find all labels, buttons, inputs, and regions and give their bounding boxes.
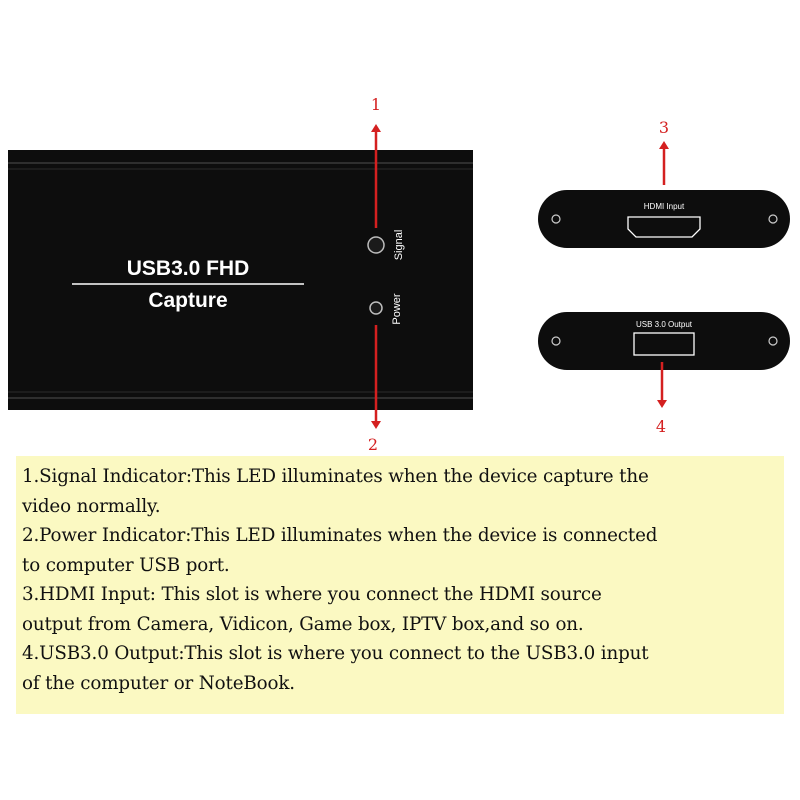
device-title-line2: Capture (148, 289, 227, 312)
device-diagram: USB3.0 FHD Capture Signal Power 1 2 HDMI… (8, 95, 790, 450)
description-line: 3.HDMI Input: This slot is where you con… (22, 584, 602, 605)
capture-device-body (8, 150, 473, 410)
screw-hole-icon (768, 336, 778, 346)
callout-number-2: 2 (368, 435, 378, 450)
power-label: Power (391, 293, 403, 325)
hdmi-port-icon (627, 216, 701, 238)
signal-led-icon (367, 236, 385, 254)
description-line: 1.Signal Indicator:This LED illuminates … (22, 466, 649, 487)
usb-end-plate (538, 312, 790, 370)
description-line: 4.USB3.0 Output:This slot is where you c… (22, 643, 649, 664)
callout-number-1: 1 (371, 95, 381, 114)
callout-number-3: 3 (659, 118, 669, 137)
description-line: 2.Power Indicator:This LED illuminates w… (22, 525, 658, 546)
screw-hole-icon (768, 214, 778, 224)
callout-number-4: 4 (656, 417, 666, 436)
usb-output-label: USB 3.0 Output (636, 320, 693, 329)
power-led-icon (369, 301, 383, 315)
description-line: video normally. (22, 495, 161, 517)
hdmi-end-plate (538, 190, 790, 248)
signal-label: Signal (393, 230, 405, 261)
screw-hole-icon (551, 214, 561, 224)
hdmi-input-label: HDMI Input (644, 202, 685, 211)
description-line: output from Camera, Vidicon, Game box, I… (22, 613, 584, 635)
description-panel: 1.Signal Indicator:This LED illuminates … (16, 456, 784, 714)
usb-port-icon (633, 332, 695, 356)
device-title-line1: USB3.0 FHD (127, 257, 250, 280)
description-line: to computer USB port. (22, 554, 230, 576)
description-line: of the computer or NoteBook. (22, 672, 295, 694)
screw-hole-icon (551, 336, 561, 346)
